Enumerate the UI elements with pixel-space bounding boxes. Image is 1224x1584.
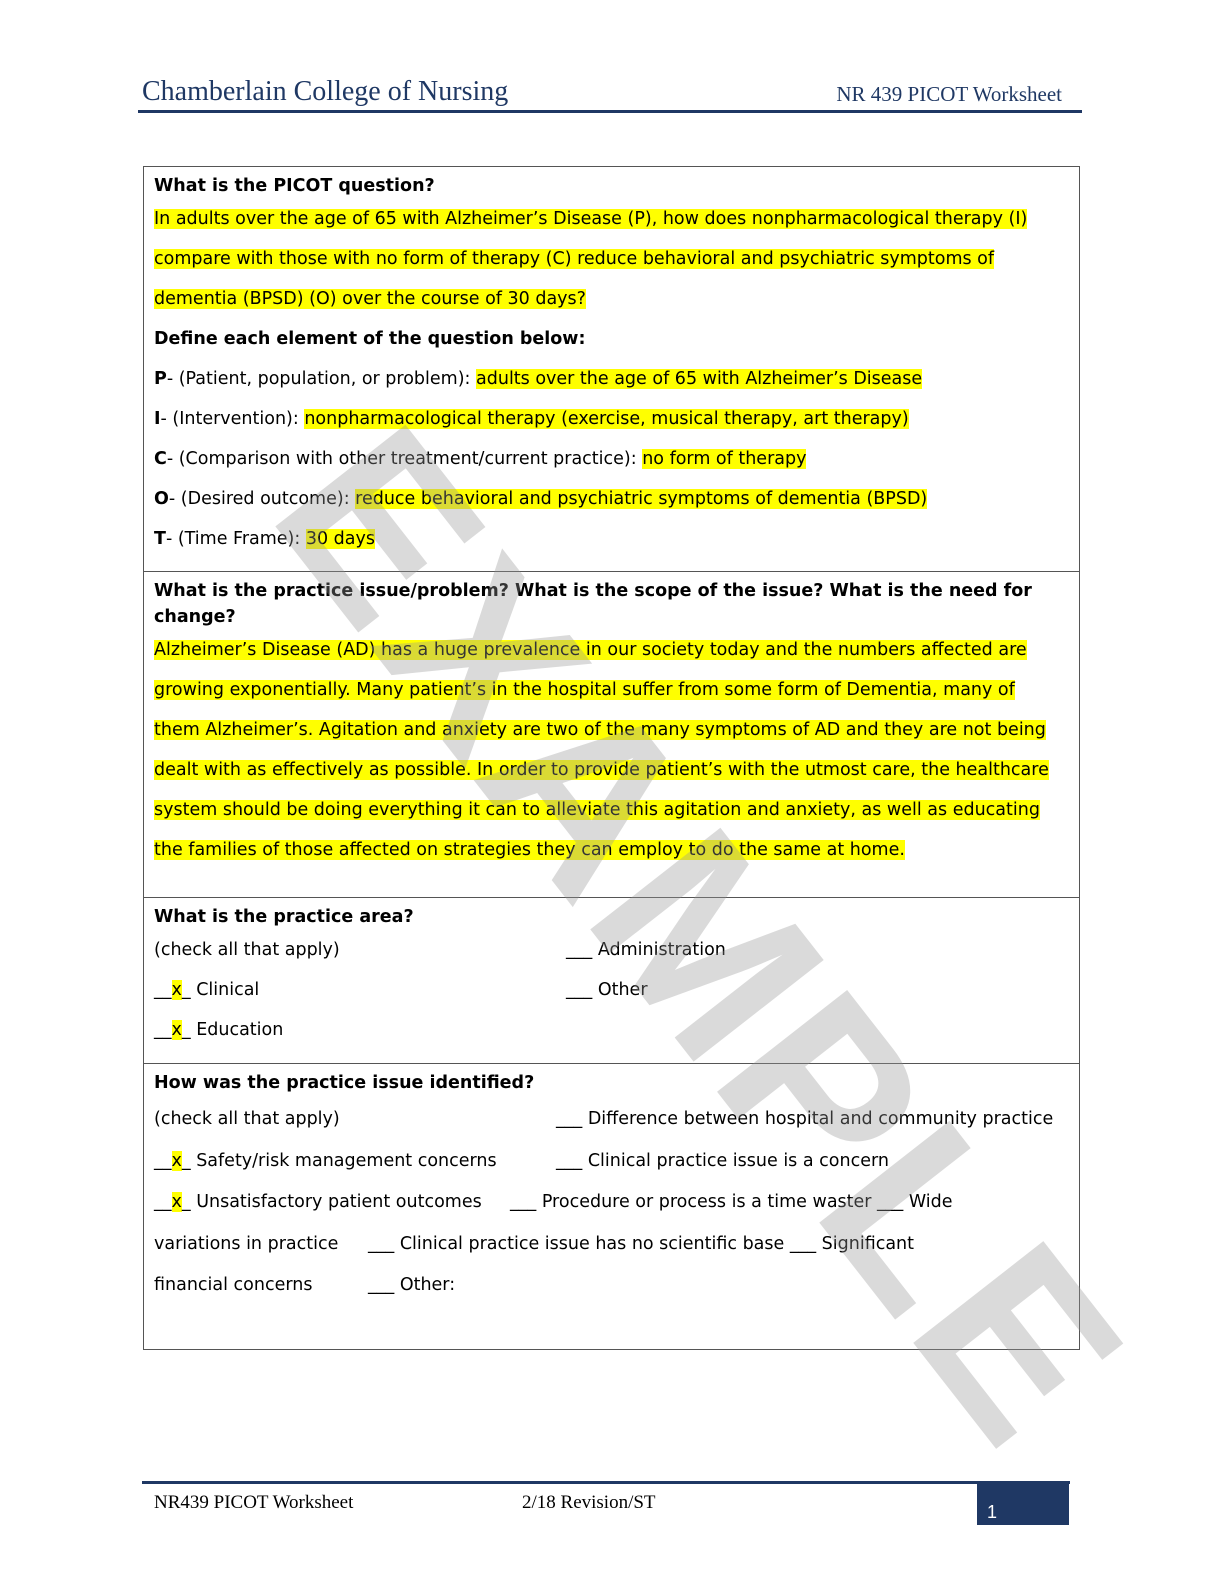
practice-area-instruction: (check all that apply) <box>154 940 340 960</box>
picot-question-heading: What is the PICOT question? <box>154 176 435 196</box>
picot-question-line: dementia (BPSD) (O) over the course of 3… <box>154 289 586 309</box>
issue-line: Alzheimer’s Disease (AD) has a huge prev… <box>154 640 1027 660</box>
issue-line: system should be doing everything it can… <box>154 800 1040 820</box>
issue-line: growing exponentially. Many patient’s in… <box>154 680 1015 700</box>
practice-issue-row: What is the practice issue/problem? What… <box>143 571 1080 898</box>
define-elements-heading: Define each element of the question belo… <box>154 329 586 349</box>
practice-issue-heading: What is the practice issue/problem? What… <box>154 581 1032 627</box>
picot-question-row: What is the PICOT question? In adults ov… <box>143 166 1080 572</box>
issue-identified-row: How was the practice issue identified? (… <box>143 1063 1080 1350</box>
footer-title: NR439 PICOT Worksheet <box>154 1492 354 1513</box>
option-other: ___ Other <box>566 980 648 1000</box>
issue-line: them Alzheimer’s. Agitation and anxiety … <box>154 720 1046 740</box>
issue-identified-cell: How was the practice issue identified? (… <box>143 1063 1080 1350</box>
practice-area-options: (check all that apply) __x_ Clinical __x… <box>154 930 1069 1055</box>
header-title: Chamberlain College of Nursing <box>142 76 509 107</box>
issue-line: the families of those affected on strate… <box>154 840 905 860</box>
check-mark: x <box>171 980 182 1000</box>
option-other-identified: ___ Other: <box>368 1275 456 1295</box>
picot-question-line: In adults over the age of 65 with Alzhei… <box>154 209 1028 229</box>
element-t: T- (Time Frame): 30 days <box>154 529 375 549</box>
option-variations: variations in practice <box>154 1234 339 1254</box>
element-c: C- (Comparison with other treatment/curr… <box>154 449 807 469</box>
check-mark: x <box>171 1020 182 1040</box>
check-mark: x <box>171 1151 182 1171</box>
practice-issue-cell: What is the practice issue/problem? What… <box>143 571 1080 898</box>
picot-question-cell: What is the PICOT question? In adults ov… <box>143 166 1080 572</box>
option-outcomes: __x_ Unsatisfactory patient outcomes <box>154 1192 482 1212</box>
header-subtitle: NR 439 PICOT Worksheet <box>836 82 1062 106</box>
option-administration: ___ Administration <box>566 940 726 960</box>
practice-area-heading: What is the practice area? <box>154 907 414 927</box>
element-o: O- (Desired outcome): reduce behavioral … <box>154 489 928 509</box>
issue-identified-heading: How was the practice issue identified? <box>154 1073 535 1093</box>
option-education: __x_ Education <box>154 1020 284 1040</box>
check-mark: x <box>171 1192 182 1212</box>
option-difference: ___ Difference between hospital and comm… <box>556 1109 1054 1129</box>
element-p: P- (Patient, population, or problem): ad… <box>154 369 923 389</box>
footer-revision: 2/18 Revision/ST <box>522 1492 656 1513</box>
practice-area-cell: What is the practice area? (check all th… <box>143 897 1080 1064</box>
footer-rule <box>142 1481 1070 1484</box>
option-clinical: __x_ Clinical <box>154 980 260 1000</box>
issue-identified-options: (check all that apply) ___ Difference be… <box>154 1096 1069 1316</box>
option-procedure: ___ Procedure or process is a time waste… <box>510 1192 953 1212</box>
option-no-science: ___ Clinical practice issue has no scien… <box>368 1234 915 1254</box>
option-safety: __x_ Safety/risk management concerns <box>154 1151 497 1171</box>
option-financial: financial concerns <box>154 1275 313 1295</box>
option-clinical-concern: ___ Clinical practice issue is a concern <box>556 1151 889 1171</box>
issue-line: dealt with as effectively as possible. I… <box>154 760 1049 780</box>
picot-worksheet-table: What is the PICOT question? In adults ov… <box>143 166 1080 1350</box>
page-number-box: 1 <box>977 1484 1069 1525</box>
picot-question-line: compare with those with no form of thera… <box>154 249 995 269</box>
practice-area-row: What is the practice area? (check all th… <box>143 897 1080 1064</box>
page-number: 1 <box>987 1502 998 1522</box>
issue-identified-instruction: (check all that apply) <box>154 1109 340 1129</box>
element-i: I- (Intervention): nonpharmacological th… <box>154 409 909 429</box>
header-rule <box>138 110 1082 113</box>
